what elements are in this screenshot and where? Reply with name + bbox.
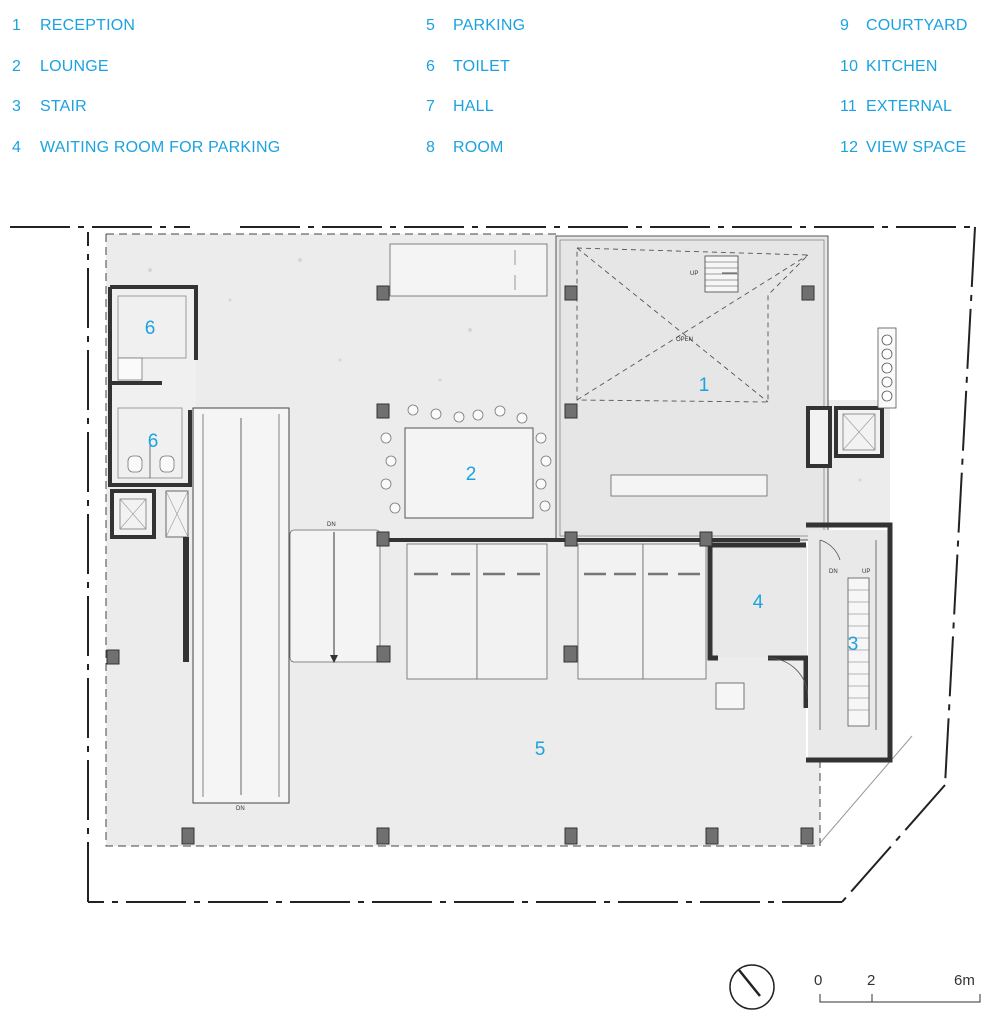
- property-boundary: [10, 226, 976, 903]
- structural-columns: [106, 285, 815, 845]
- planter-strip: [877, 327, 897, 409]
- legend-item-9: 9 COURTYARD: [840, 17, 968, 34]
- scale-tick-6: 6m: [954, 972, 975, 989]
- legend-item-8: 8 ROOM: [426, 139, 504, 156]
- room-label-parking: 5: [535, 739, 546, 760]
- scale-tick-0: 0: [814, 972, 822, 989]
- middle-ramp: DN: [289, 522, 381, 663]
- ramp-dn-label: DN: [236, 806, 245, 812]
- floor-plan: UP OPEN 1 2 6 6: [10, 226, 981, 1010]
- room-label-toilet-lower: 6: [148, 431, 159, 452]
- legend-item-7: 7 HALL: [426, 98, 494, 115]
- up-label: UP: [690, 271, 698, 277]
- legend-item-6: 6 TOILET: [426, 58, 510, 75]
- room-label-reception: 1: [699, 375, 710, 396]
- legend-item-5: 5 PARKING: [426, 17, 526, 34]
- room-label-waiting: 4: [753, 592, 764, 613]
- room-legend: 1 RECEPTION 2 LOUNGE 3 STAIR 4 WAITING R…: [0, 0, 1000, 180]
- room-label-stair: 3: [848, 634, 859, 655]
- legend-item-1: 1 RECEPTION: [12, 17, 136, 34]
- legend-item-3: 3 STAIR: [12, 98, 87, 115]
- elevator-right: [806, 406, 884, 468]
- scale-bar: 0 2 6m: [814, 972, 981, 1003]
- parking-bays: [406, 543, 707, 680]
- legend-item-12: 12 VIEW SPACE: [840, 139, 967, 156]
- open-label: OPEN: [676, 337, 693, 343]
- dn-label: DN: [327, 522, 336, 528]
- room-label-lounge: 2: [466, 464, 477, 485]
- stair-dn-label: DN: [829, 569, 838, 575]
- north-arrow-icon: [729, 964, 775, 1010]
- scale-tick-2: 2: [867, 972, 875, 989]
- floor-outline: [105, 233, 821, 847]
- legend-item-4: 4 WAITING ROOM FOR PARKING: [12, 139, 281, 156]
- legend-item-11: 11 EXTERNAL: [840, 98, 953, 115]
- lounge-area: 2: [380, 404, 552, 519]
- reception-area: UP OPEN 1: [555, 235, 829, 541]
- elevator-left: [110, 489, 189, 539]
- room-label-toilet-upper: 6: [145, 318, 156, 339]
- car-ramp: DN: [192, 407, 290, 812]
- stair-core: DN UP 3: [806, 522, 893, 763]
- legend-item-2: 2 LOUNGE: [12, 58, 109, 75]
- stair-up-label: UP: [862, 569, 870, 575]
- waiting-room: 4: [707, 542, 809, 710]
- legend-item-10: 10 KITCHEN: [840, 58, 938, 75]
- toilet-block: 6 6: [108, 285, 198, 487]
- bench-top: [389, 243, 548, 297]
